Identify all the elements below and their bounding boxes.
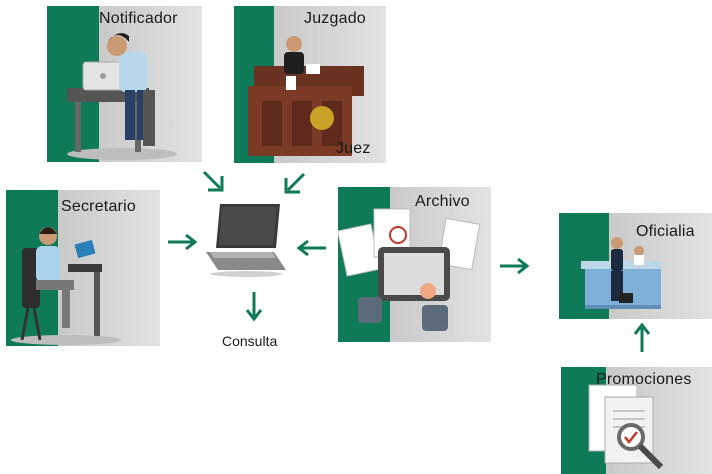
- arrow-secretario-to-consulta: [168, 233, 198, 251]
- oficialia-illustration: [581, 237, 661, 309]
- arrow-promociones-to-oficialia: [633, 322, 651, 352]
- archivo-label: Archivo: [415, 193, 470, 210]
- promociones-card: Promociones: [561, 367, 712, 474]
- notificador-label: Notificador: [99, 10, 178, 27]
- archivo-card: Archivo: [338, 187, 491, 342]
- juzgado-illustration: [248, 36, 364, 156]
- notificador-illustration: [67, 33, 177, 160]
- arrow-notificador-to-consulta: [202, 170, 224, 192]
- notificador-card: Notificador: [47, 6, 202, 162]
- arrow-consulta-down: [245, 292, 263, 322]
- laptop-icon: [206, 204, 286, 277]
- promociones-illustration: [588, 384, 664, 470]
- archivo-illustration: [338, 208, 481, 331]
- secretario-label: Secretario: [61, 198, 136, 215]
- secretario-card: Secretario: [6, 190, 160, 346]
- arrow-archivo-to-consulta: [296, 239, 326, 257]
- oficialia-label: Oficialia: [636, 223, 695, 240]
- secretario-illustration: [11, 227, 121, 345]
- juez-label: Juez: [336, 140, 371, 157]
- promociones-label: Promociones: [596, 371, 692, 388]
- oficialia-card: Oficialia: [559, 213, 712, 319]
- juzgado-card: Juzgado Juez: [234, 6, 386, 163]
- consulta-label: Consulta: [222, 333, 278, 349]
- arrow-archivo-to-oficialia: [500, 257, 530, 275]
- arrow-juzgado-to-consulta: [284, 172, 306, 194]
- juzgado-label: Juzgado: [304, 10, 366, 27]
